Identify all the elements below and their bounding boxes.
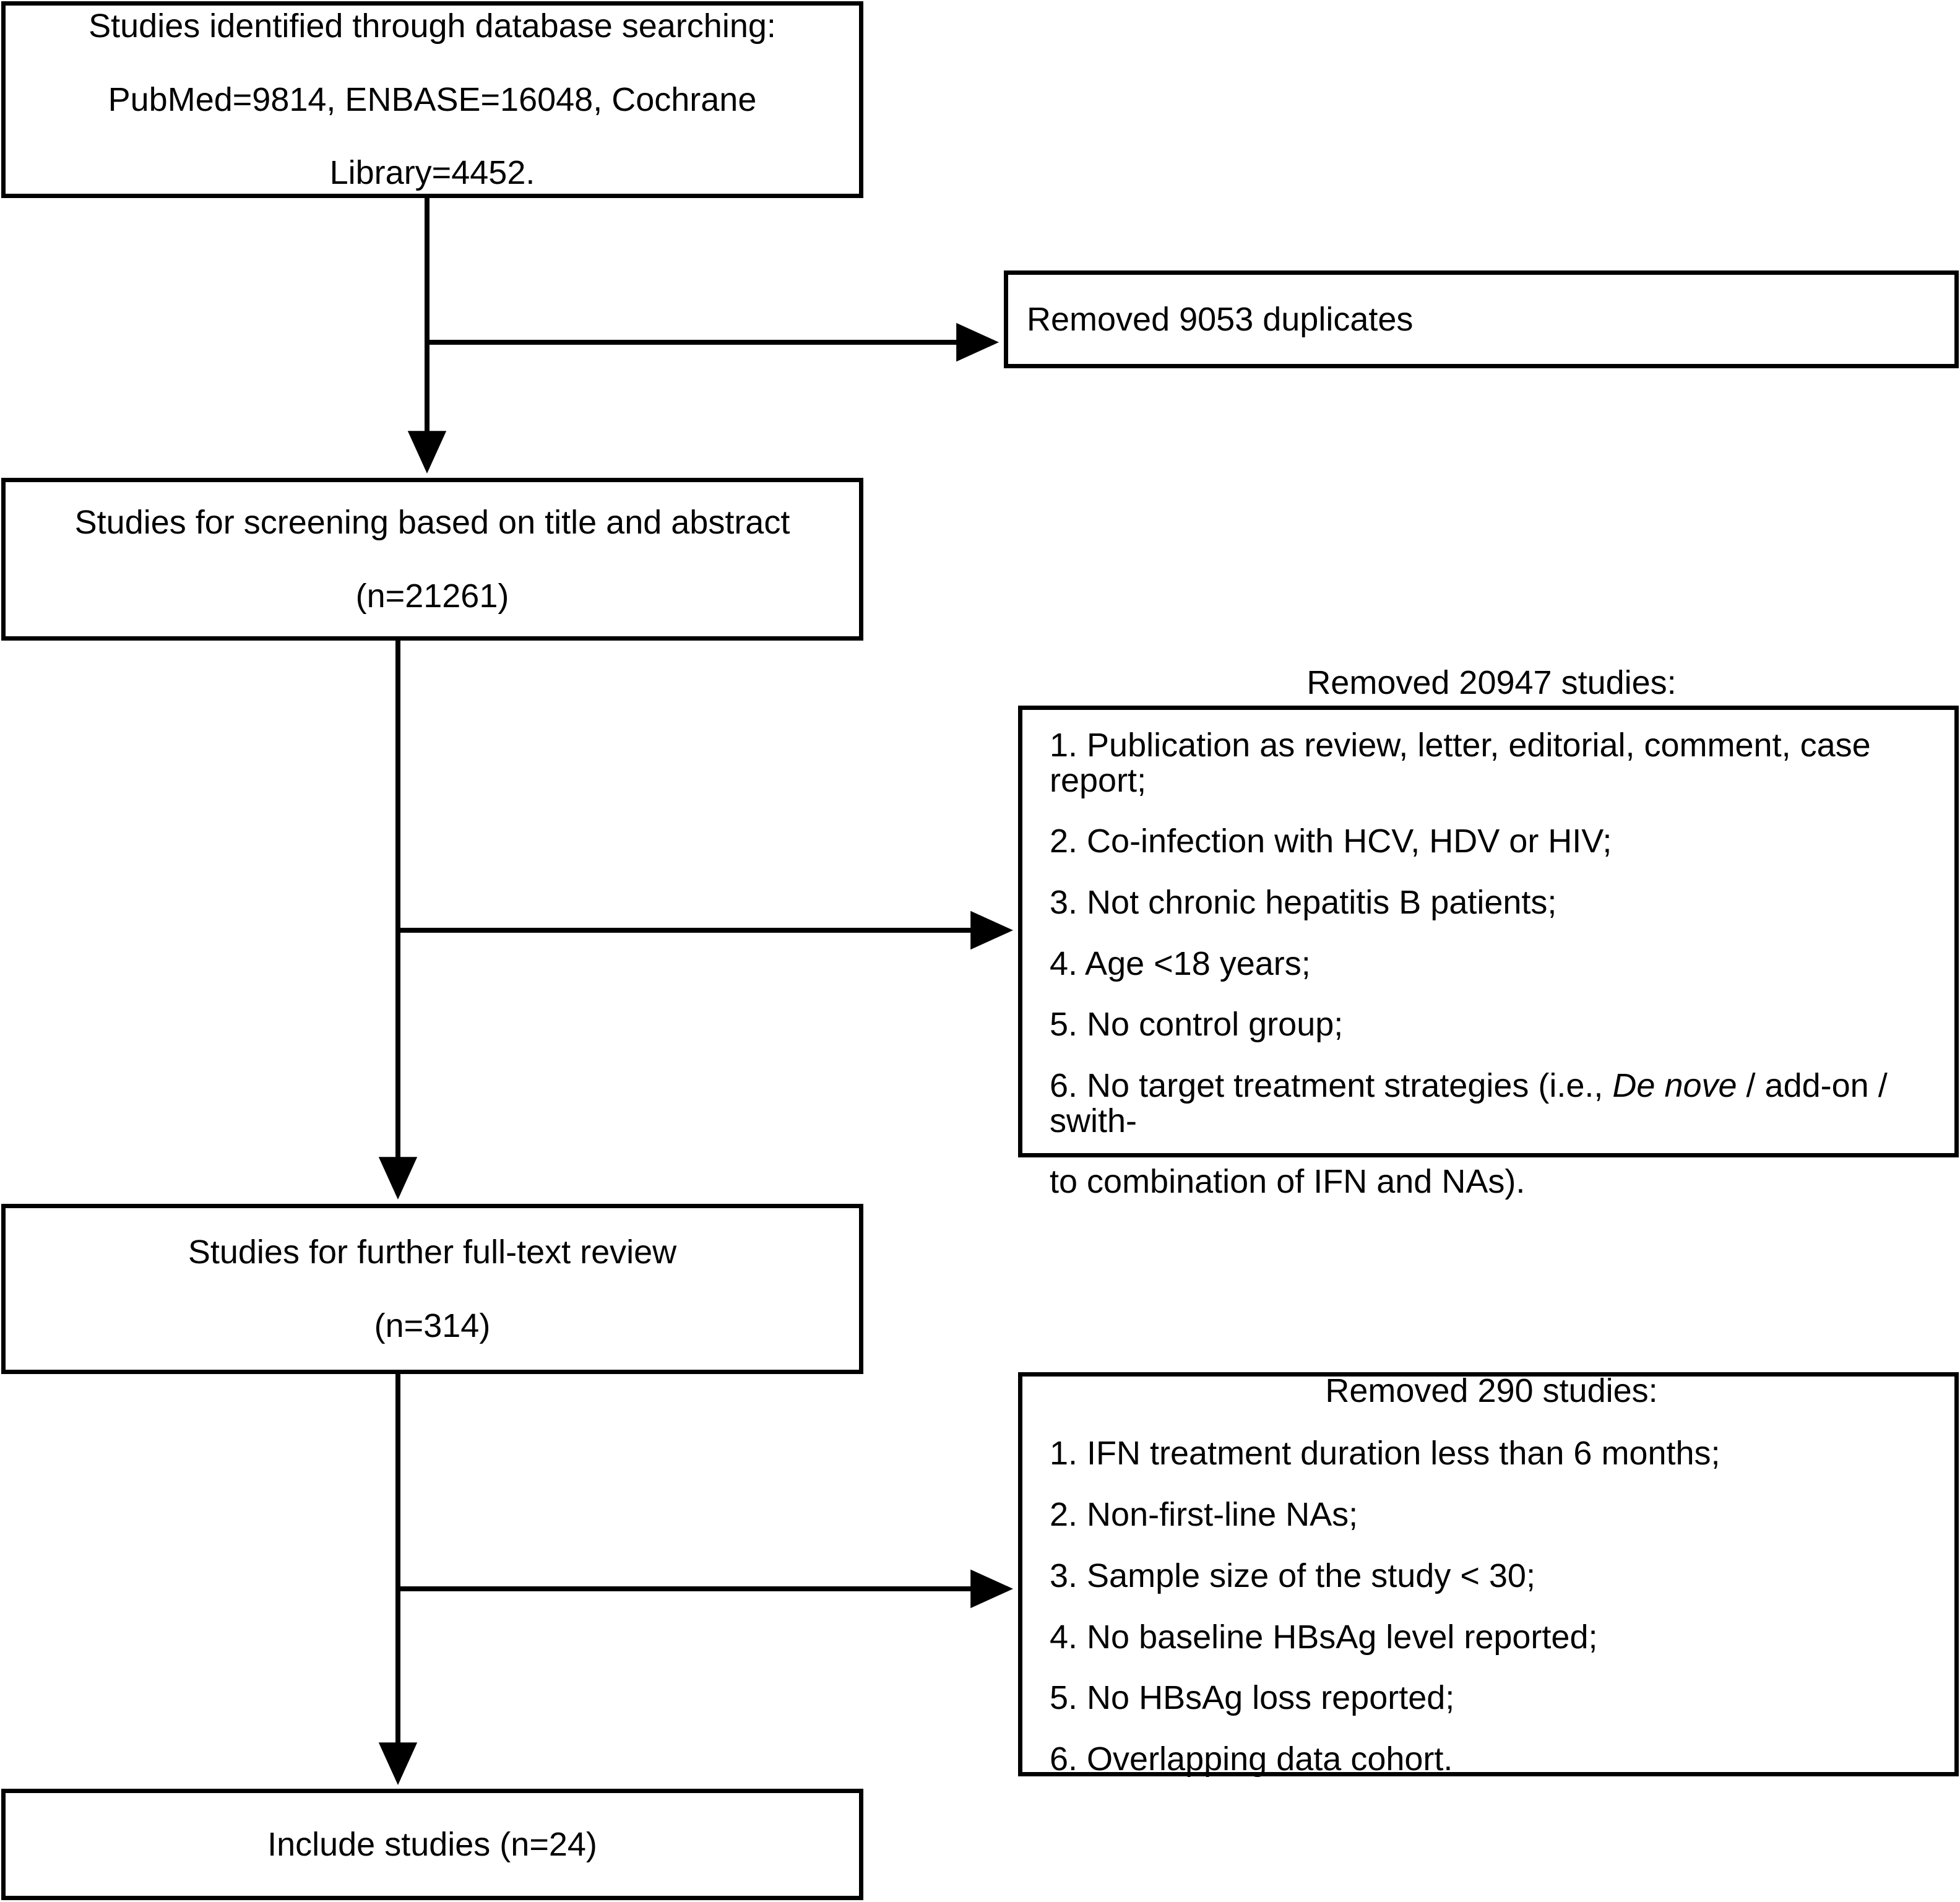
box-removed-at-fulltext: Removed 290 studies: 1. IFN treatment du… bbox=[1018, 1372, 1959, 1776]
identified-line-2: PubMed=9814, ENBASE=16048, Cochrane bbox=[108, 80, 757, 118]
screening-line-1: Studies for screening based on title and… bbox=[74, 503, 790, 541]
removed-fulltext-item-2: 2. Non-first-line NAs; bbox=[1050, 1496, 1358, 1534]
box-removed-duplicates: Removed 9053 duplicates bbox=[1004, 270, 1959, 368]
fulltext-line-1: Studies for further full-text review bbox=[188, 1233, 677, 1271]
removed-fulltext-item-6: 6. Overlapping data cohort. bbox=[1050, 1740, 1453, 1778]
removed-screening-item-5: 5. No control group; bbox=[1050, 1006, 1344, 1044]
box-included-studies: Include studies (n=24) bbox=[1, 1789, 863, 1900]
item6-italic: De nove bbox=[1612, 1067, 1737, 1105]
removed-screening-item-3: 3. Not chronic hepatitis B patients; bbox=[1050, 883, 1557, 921]
item6-post: / add-on / swith- bbox=[1050, 1067, 1888, 1139]
box-studies-screening: Studies for screening based on title and… bbox=[1, 478, 863, 641]
included-text: Include studies (n=24) bbox=[267, 1825, 597, 1863]
identified-line-1: Studies identified through database sear… bbox=[89, 7, 776, 45]
fulltext-line-2: (n=314) bbox=[374, 1307, 491, 1344]
removed-screening-title: Removed 20947 studies: bbox=[1306, 664, 1677, 701]
removed-fulltext-item-3: 3. Sample size of the study < 30; bbox=[1050, 1557, 1535, 1594]
item6-continuation: to combination of IFN and NAs). bbox=[1050, 1163, 1526, 1201]
removed-screening-item-2: 2. Co-infection with HCV, HDV or HIV; bbox=[1050, 823, 1612, 860]
removed-fulltext-title: Removed 290 studies: bbox=[1325, 1372, 1658, 1410]
removed-fulltext-item-1: 1. IFN treatment duration less than 6 mo… bbox=[1050, 1435, 1720, 1472]
box-removed-at-screening: Removed 20947 studies: 1. Publication as… bbox=[1018, 664, 1959, 1200]
removed-fulltext-item-4: 4. No baseline HBsAg level reported; bbox=[1050, 1618, 1598, 1656]
box-studies-identified: Studies identified through database sear… bbox=[1, 1, 863, 198]
removed-screening-item-6: 6. No target treatment strategies (i.e.,… bbox=[1050, 1068, 1933, 1200]
identified-line-3: Library=4452. bbox=[329, 154, 535, 192]
removed-screening-item-4: 4. Age <18 years; bbox=[1050, 945, 1311, 982]
screening-line-2: (n=21261) bbox=[355, 577, 509, 615]
duplicates-text: Removed 9053 duplicates bbox=[1027, 300, 1414, 338]
item6-pre: 6. No target treatment strategies (i.e., bbox=[1050, 1067, 1613, 1105]
removed-screening-item-1: 1. Publication as review, letter, editor… bbox=[1050, 726, 1871, 799]
removed-fulltext-item-5: 5. No HBsAg loss reported; bbox=[1050, 1679, 1455, 1717]
box-studies-fulltext: Studies for further full-text review (n=… bbox=[1, 1204, 863, 1374]
